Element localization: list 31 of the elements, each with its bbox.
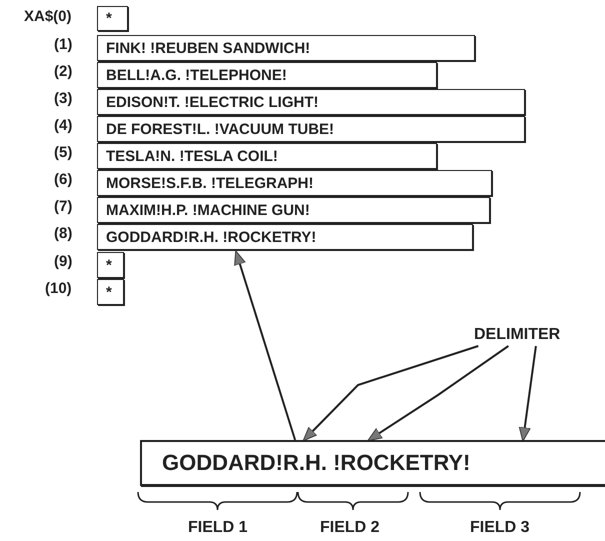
index-label: (10)	[45, 280, 72, 297]
index-label: (5)	[54, 144, 72, 161]
index-label: (3)	[54, 90, 72, 107]
field-label: FIELD 1	[188, 519, 248, 537]
array-element-box: FINK! !REUBEN SANDWICH!	[97, 35, 475, 61]
array-element-box: *	[97, 6, 128, 31]
index-label: (7)	[54, 198, 72, 215]
array-element-box: EDISON!T. !ELECTRIC LIGHT!	[97, 89, 525, 115]
index-label: (4)	[54, 117, 72, 134]
array-element-box: GODDARD!R.H. !ROCKETRY!	[97, 224, 473, 250]
array-element-box: DE FOREST!L. !VACUUM TUBE!	[97, 116, 525, 142]
index-label: XA$(0)	[24, 8, 72, 25]
index-label: (6)	[54, 171, 72, 188]
index-label: (9)	[54, 253, 72, 270]
string-box: GODDARD!R.H. !ROCKETRY!	[140, 440, 605, 486]
leader-line	[518, 346, 537, 442]
index-label: (2)	[54, 63, 72, 80]
array-element-box: *	[97, 252, 124, 278]
leader-line	[367, 345, 509, 442]
field-label: FIELD 3	[470, 519, 530, 537]
leader-line	[302, 345, 479, 442]
index-label: (1)	[54, 36, 72, 53]
delimiter-label: DELIMITER	[474, 326, 560, 344]
array-element-box: BELL!A.G. !TELEPHONE!	[97, 62, 437, 88]
array-element-box: TESLA!N. !TESLA COIL!	[97, 143, 437, 169]
array-element-box: *	[97, 279, 124, 305]
array-element-box: MAXIM!H.P. !MACHINE GUN!	[97, 197, 490, 223]
field-label: FIELD 2	[320, 519, 380, 537]
arrow	[234, 250, 296, 440]
array-element-box: MORSE!S.F.B. !TELEGRAPH!	[97, 170, 492, 196]
index-label: (8)	[54, 225, 72, 242]
